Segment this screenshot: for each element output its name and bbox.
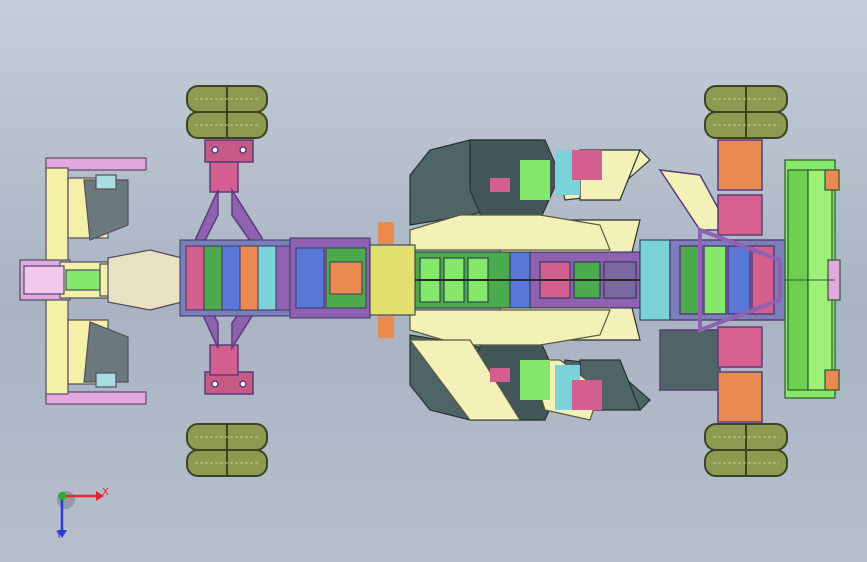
axis-triad [57, 491, 104, 538]
front-left-wheel[interactable] [186, 85, 268, 139]
x-arrowhead-icon [96, 491, 104, 501]
engine-block[interactable] [369, 244, 641, 316]
rear-suspension [658, 139, 791, 423]
rear-left-wheel[interactable] [704, 85, 788, 139]
rear-right-wheel[interactable] [704, 423, 788, 477]
technic-details [378, 150, 671, 410]
x-axis-label: X [102, 487, 109, 498]
front-chassis [179, 237, 371, 319]
y-axis-label: Y [56, 530, 63, 541]
front-right-wheel[interactable] [186, 423, 268, 477]
front-wing[interactable] [45, 157, 147, 405]
y-arrowhead-icon [57, 530, 67, 538]
rear-wing[interactable] [784, 159, 841, 399]
z-axis-dot [58, 492, 66, 500]
nose-cone[interactable] [19, 249, 183, 311]
